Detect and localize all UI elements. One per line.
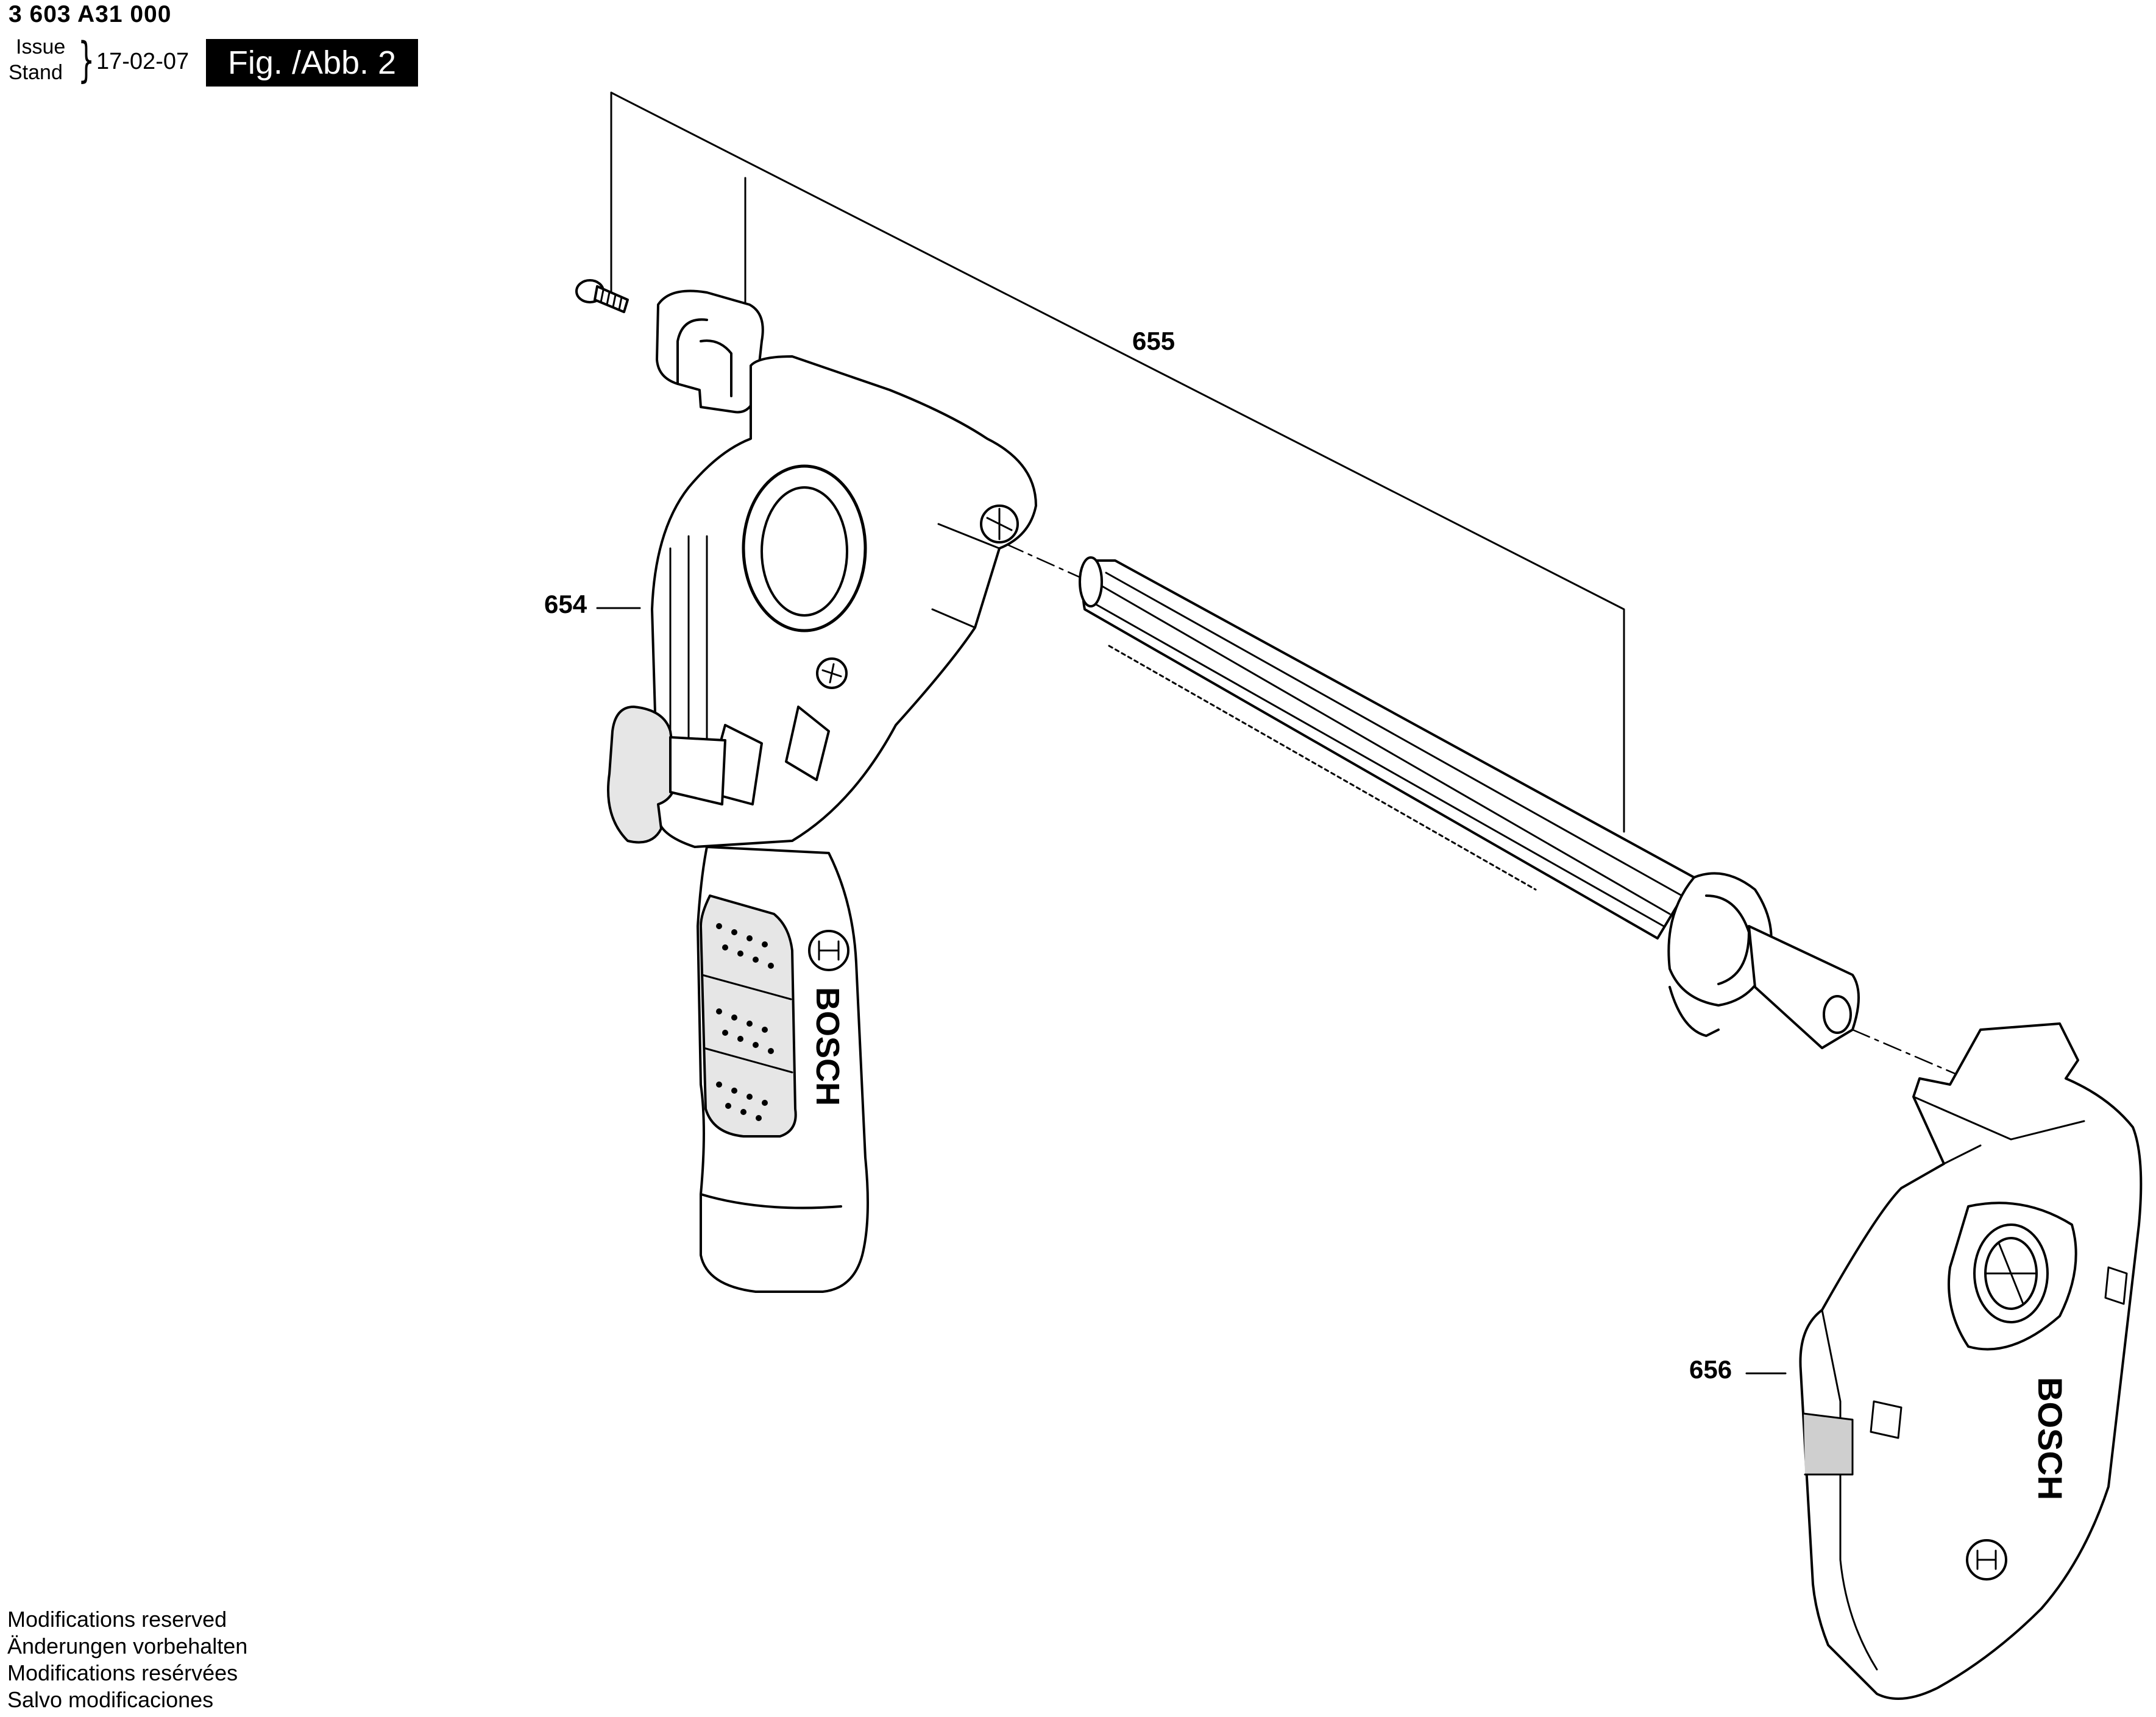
clip-part (656, 289, 764, 414)
issue-date: 17-02-07 (96, 49, 190, 74)
callout-ticks (596, 607, 1787, 1375)
telescopic-rod (1079, 556, 1695, 940)
footer-line-fr: Modifications resérvées (7, 1660, 238, 1685)
callout-655: 655 (1132, 327, 1176, 355)
issue-label: Issue (16, 35, 66, 58)
dust-box (1799, 1022, 2143, 1700)
modifications-notice: Modifications reserved Änderungen vorbeh… (7, 1606, 247, 1713)
handle-brand-mark: BOSCH (809, 987, 846, 1106)
callout-654: 654 (544, 590, 587, 618)
handle-grip (697, 846, 869, 1293)
footer-line-de: Änderungen vorbehalten (7, 1634, 248, 1659)
brace-icon: } (78, 33, 95, 88)
wing-knob-icon (607, 706, 763, 844)
figure-label: Fig. /Abb. 2 (206, 39, 418, 87)
footer-line-es: Salvo modificaciones (7, 1687, 214, 1712)
footer-line-en: Modifications reserved (7, 1607, 227, 1632)
dust-box-brand-mark: BOSCH (2031, 1377, 2069, 1500)
handle-head (651, 355, 1037, 848)
part-number: 3 603 A31 000 (9, 1, 172, 27)
callout-656: 656 (1689, 1355, 1732, 1384)
screw-icon (575, 279, 629, 313)
stand-label: Stand (9, 61, 63, 84)
grip-texture (716, 923, 774, 1121)
rod-collar (1667, 872, 1860, 1049)
leader-655 (610, 91, 1625, 833)
